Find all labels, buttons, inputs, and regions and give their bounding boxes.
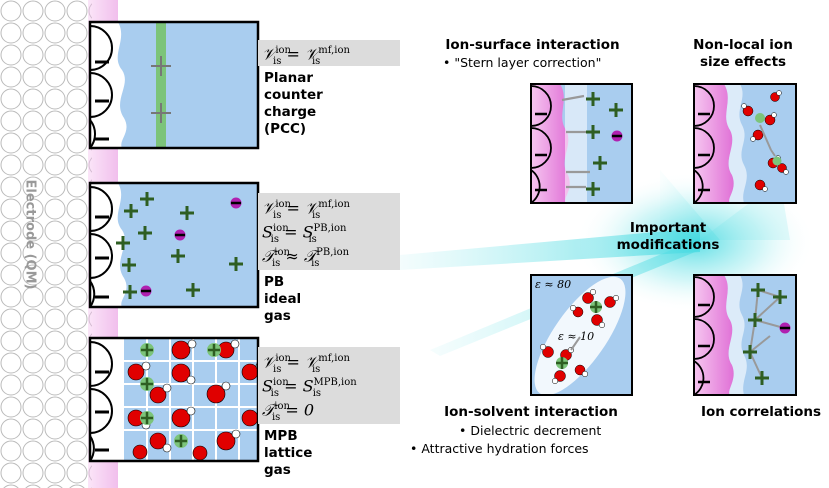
pcc-eq-box [258, 40, 400, 66]
ion-solvent-title: Ion-solvent interaction [444, 404, 618, 420]
ion-correlations-title: Ion correlations [700, 404, 822, 420]
mpb-eq-box [258, 347, 400, 424]
ion-surface-panel [530, 83, 633, 204]
eps-high-label: ε ≈ 80 [535, 278, 572, 291]
pb-equations: 𝒱ionis = 𝒱mf,ionis Sionis = SPB,ionis 𝒯i… [262, 198, 350, 269]
pb-eq-box [258, 193, 400, 270]
pcc-panel [88, 20, 260, 150]
ion-surface-title: Ion-surface interaction [445, 37, 620, 53]
eps-low-label: ε ≈ 10 [558, 330, 595, 343]
mpb-panel [88, 336, 265, 463]
ion-solvent-bullet-2: • Attractive hydration forces [410, 441, 589, 456]
pb-panel [88, 181, 260, 309]
ion-solvent-bullet-1: • Dielectric decrement [459, 423, 602, 438]
electrode-atoms-background [0, 0, 92, 488]
pcc-equation-1: 𝒱ionis = 𝒱mf,ionis [262, 44, 350, 67]
ion-surface-bullet: • "Stern layer correction" [443, 55, 602, 70]
mpb-equations: 𝒱ionis = 𝒱mf,ionis Sionis = SMPB,ionis 𝒯… [262, 352, 357, 423]
nonlocal-panel [693, 83, 797, 204]
electrode-label: Electrode (QM) [22, 179, 38, 290]
correlations-panel [693, 274, 797, 396]
counter-charge-plane [156, 22, 166, 148]
ion-solvent-panel [530, 274, 633, 396]
